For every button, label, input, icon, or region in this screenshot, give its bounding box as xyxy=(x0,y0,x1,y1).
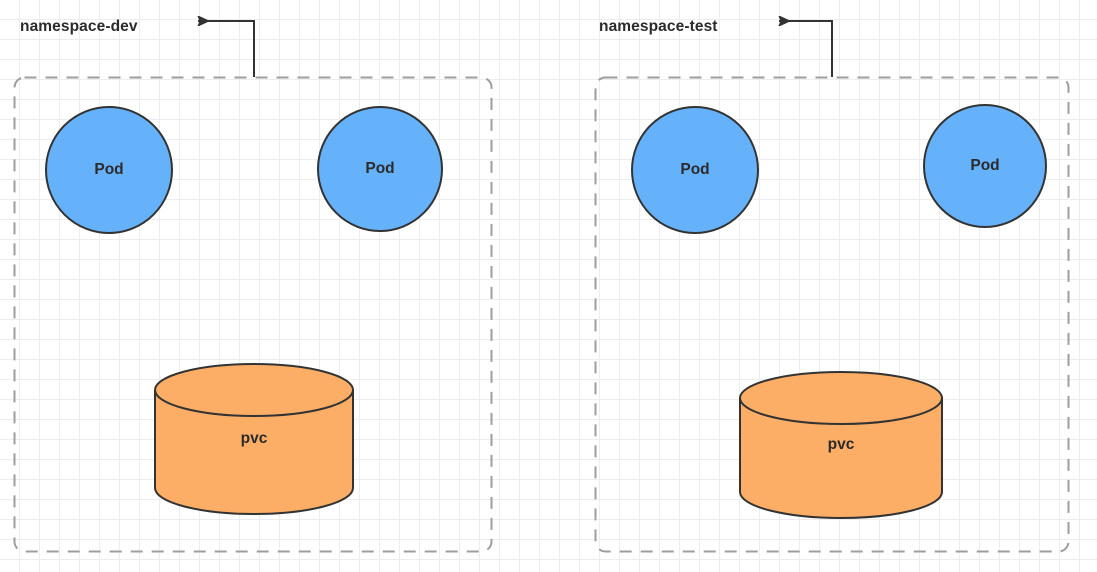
pod-label-dev-0: Pod xyxy=(94,161,124,178)
namespace-label-dev: namespace-dev xyxy=(20,18,138,35)
namespace-label-test: namespace-test xyxy=(599,18,718,35)
namespace-container-test[interactable] xyxy=(594,76,1070,553)
namespace-arrow-test xyxy=(779,21,833,77)
pvc-top-test-0[interactable] xyxy=(739,371,943,425)
pvc-label-dev-0: pvc xyxy=(240,430,268,447)
pod-label-test-1: Pod xyxy=(970,157,1000,174)
pod-shape-test-1[interactable] xyxy=(923,104,1047,228)
pod-shape-test-0[interactable] xyxy=(631,106,759,234)
pvc-top-dev-0[interactable] xyxy=(154,363,354,417)
pvc-body-dev-0[interactable] xyxy=(154,389,354,515)
pod-label-test-0: Pod xyxy=(680,161,710,178)
pod-label-dev-1: Pod xyxy=(365,160,395,177)
pvc-body-test-0[interactable] xyxy=(739,397,943,519)
pod-shape-dev-1[interactable] xyxy=(317,106,443,232)
pod-shape-dev-0[interactable] xyxy=(45,106,173,234)
namespace-container-dev[interactable] xyxy=(13,76,493,553)
namespace-arrow-dev xyxy=(198,21,255,77)
pvc-label-test-0: pvc xyxy=(827,436,855,453)
